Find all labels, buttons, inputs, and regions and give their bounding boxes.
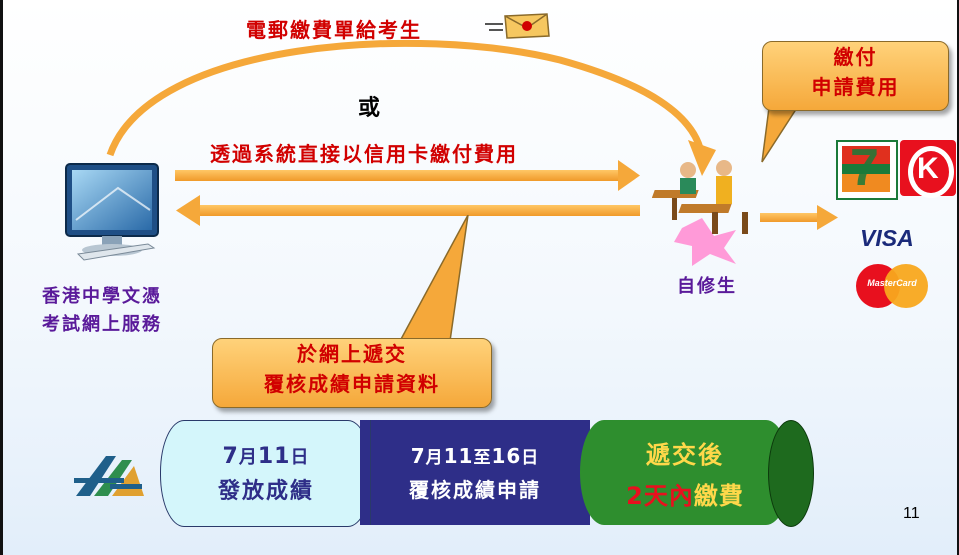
credit-card-arrowhead: [618, 160, 640, 191]
students-icon: [652, 160, 748, 266]
return-arrow-shaft: [195, 205, 640, 216]
email-arc-arrow: [106, 39, 704, 157]
pay-fee-callout-tail: [761, 100, 803, 163]
seven-eleven-digit: 7: [850, 139, 879, 197]
timeline-step-3-line1: 遞交後: [646, 440, 724, 469]
timeline-step-2-label: 覆核成績申請: [409, 477, 541, 502]
hkeaa-logo: [74, 456, 144, 496]
timeline-bar: 7月11日 發放成績 7月11至16日 覆核成績申請 遞交後 2天內繳費: [160, 420, 820, 527]
pay-fee-callout: 繳付 申請費用: [762, 41, 949, 111]
timeline-step-2: 7月11至16日 覆核成績申請: [360, 420, 590, 525]
timeline-step-2-date: 7月11至16日: [410, 443, 540, 468]
credit-card-arrow-shaft: [175, 170, 623, 181]
page-number: 11: [903, 505, 920, 522]
email-label: 電郵繳費單給考生: [246, 18, 422, 42]
payment-arrow-shaft: [760, 213, 820, 222]
slide-border-left: [0, 0, 3, 555]
pay-fee-callout-line1: 繳付: [833, 45, 878, 69]
visa-logo: VISA: [860, 225, 914, 251]
submit-callout: 於網上遞交 覆核成績申請資料: [212, 338, 492, 408]
timeline-step-3-line2: 2天內繳費: [626, 481, 744, 510]
submit-callout-line2: 覆核成績申請資料: [264, 372, 440, 396]
submit-callout-tail: [398, 215, 469, 342]
email-arc-arrowhead: [688, 140, 716, 176]
circle-k-letter: K: [917, 152, 939, 185]
or-label: 或: [358, 96, 383, 121]
credit-card-label: 透過系統直接以信用卡繳付費用: [210, 142, 518, 166]
mastercard-text: MasterCard: [867, 278, 917, 288]
candidate-label: 自修生: [677, 276, 737, 297]
slide-border-right: [957, 0, 959, 555]
mastercard-logo: MasterCard: [856, 264, 928, 308]
return-arrowhead: [176, 195, 200, 226]
system-label-line1: 香港中學文憑: [42, 286, 162, 307]
timeline-step-3: 遞交後 2天內繳費: [580, 420, 790, 525]
system-label-line2: 考試網上服務: [42, 314, 162, 335]
computer-icon: [65, 163, 159, 261]
timeline-step-1-label: 發放成績: [217, 478, 314, 504]
timeline-step-1: 7月11日 發放成績: [160, 420, 372, 527]
payment-arrowhead: [817, 205, 838, 230]
seven-eleven-logo: 7: [836, 139, 898, 200]
circle-k-logo: K: [900, 140, 956, 198]
timeline-bar-end-cap: [768, 420, 814, 527]
timeline-step-1-date: 7月11日: [222, 443, 310, 469]
submit-callout-line1: 於網上遞交: [297, 342, 407, 366]
envelope-icon: [485, 13, 550, 39]
pay-fee-callout-line2: 申請費用: [811, 75, 900, 99]
timeline-divider: [370, 420, 371, 525]
